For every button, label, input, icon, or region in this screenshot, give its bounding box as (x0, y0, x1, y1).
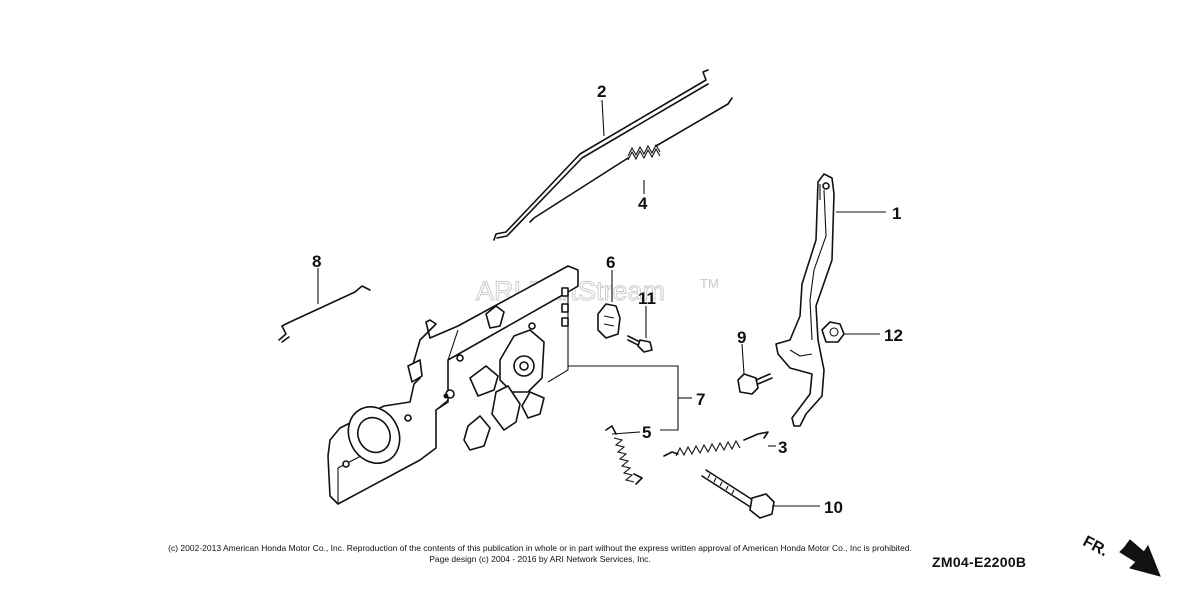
callout-5: 5 (642, 423, 651, 442)
watermark-trademark: TM (700, 276, 719, 291)
callout-1: 1 (892, 204, 901, 223)
part-6-clip[interactable] (597, 303, 621, 339)
part-2-governor-rod[interactable] (493, 69, 709, 241)
page-design-notice: Page design (c) 2004 - 2016 by ARI Netwo… (429, 554, 651, 564)
part-4-throttle-rod-spring[interactable] (529, 97, 733, 223)
callout-3: 3 (778, 438, 787, 457)
part-3-spring[interactable] (663, 431, 769, 457)
callout-12: 12 (884, 326, 903, 345)
callout-9: 9 (737, 328, 746, 347)
callout-7: 7 (696, 390, 705, 409)
callout-8: 8 (312, 252, 321, 271)
leader-lines (317, 99, 886, 507)
part-9-screw-nut[interactable] (737, 373, 773, 395)
front-direction-arrow-icon (1119, 539, 1161, 577)
diagram-reference-code: ZM04-E2200B (932, 554, 1027, 570)
part-7-control-base[interactable] (327, 265, 579, 505)
callout-4: 4 (638, 194, 648, 213)
callout-2: 2 (597, 82, 606, 101)
part-11-screw[interactable] (627, 335, 653, 353)
part-5-spring[interactable] (605, 425, 643, 485)
part-12-nut[interactable] (821, 321, 845, 343)
part-10-bolt[interactable] (701, 469, 775, 519)
callout-11: 11 (638, 289, 656, 308)
part-8-choke-rod[interactable] (278, 285, 371, 343)
part-1-control-lever[interactable] (775, 173, 835, 427)
callout-6: 6 (606, 253, 615, 272)
copyright-notice: (c) 2002-2013 American Honda Motor Co., … (168, 543, 912, 553)
callout-10: 10 (824, 498, 843, 517)
